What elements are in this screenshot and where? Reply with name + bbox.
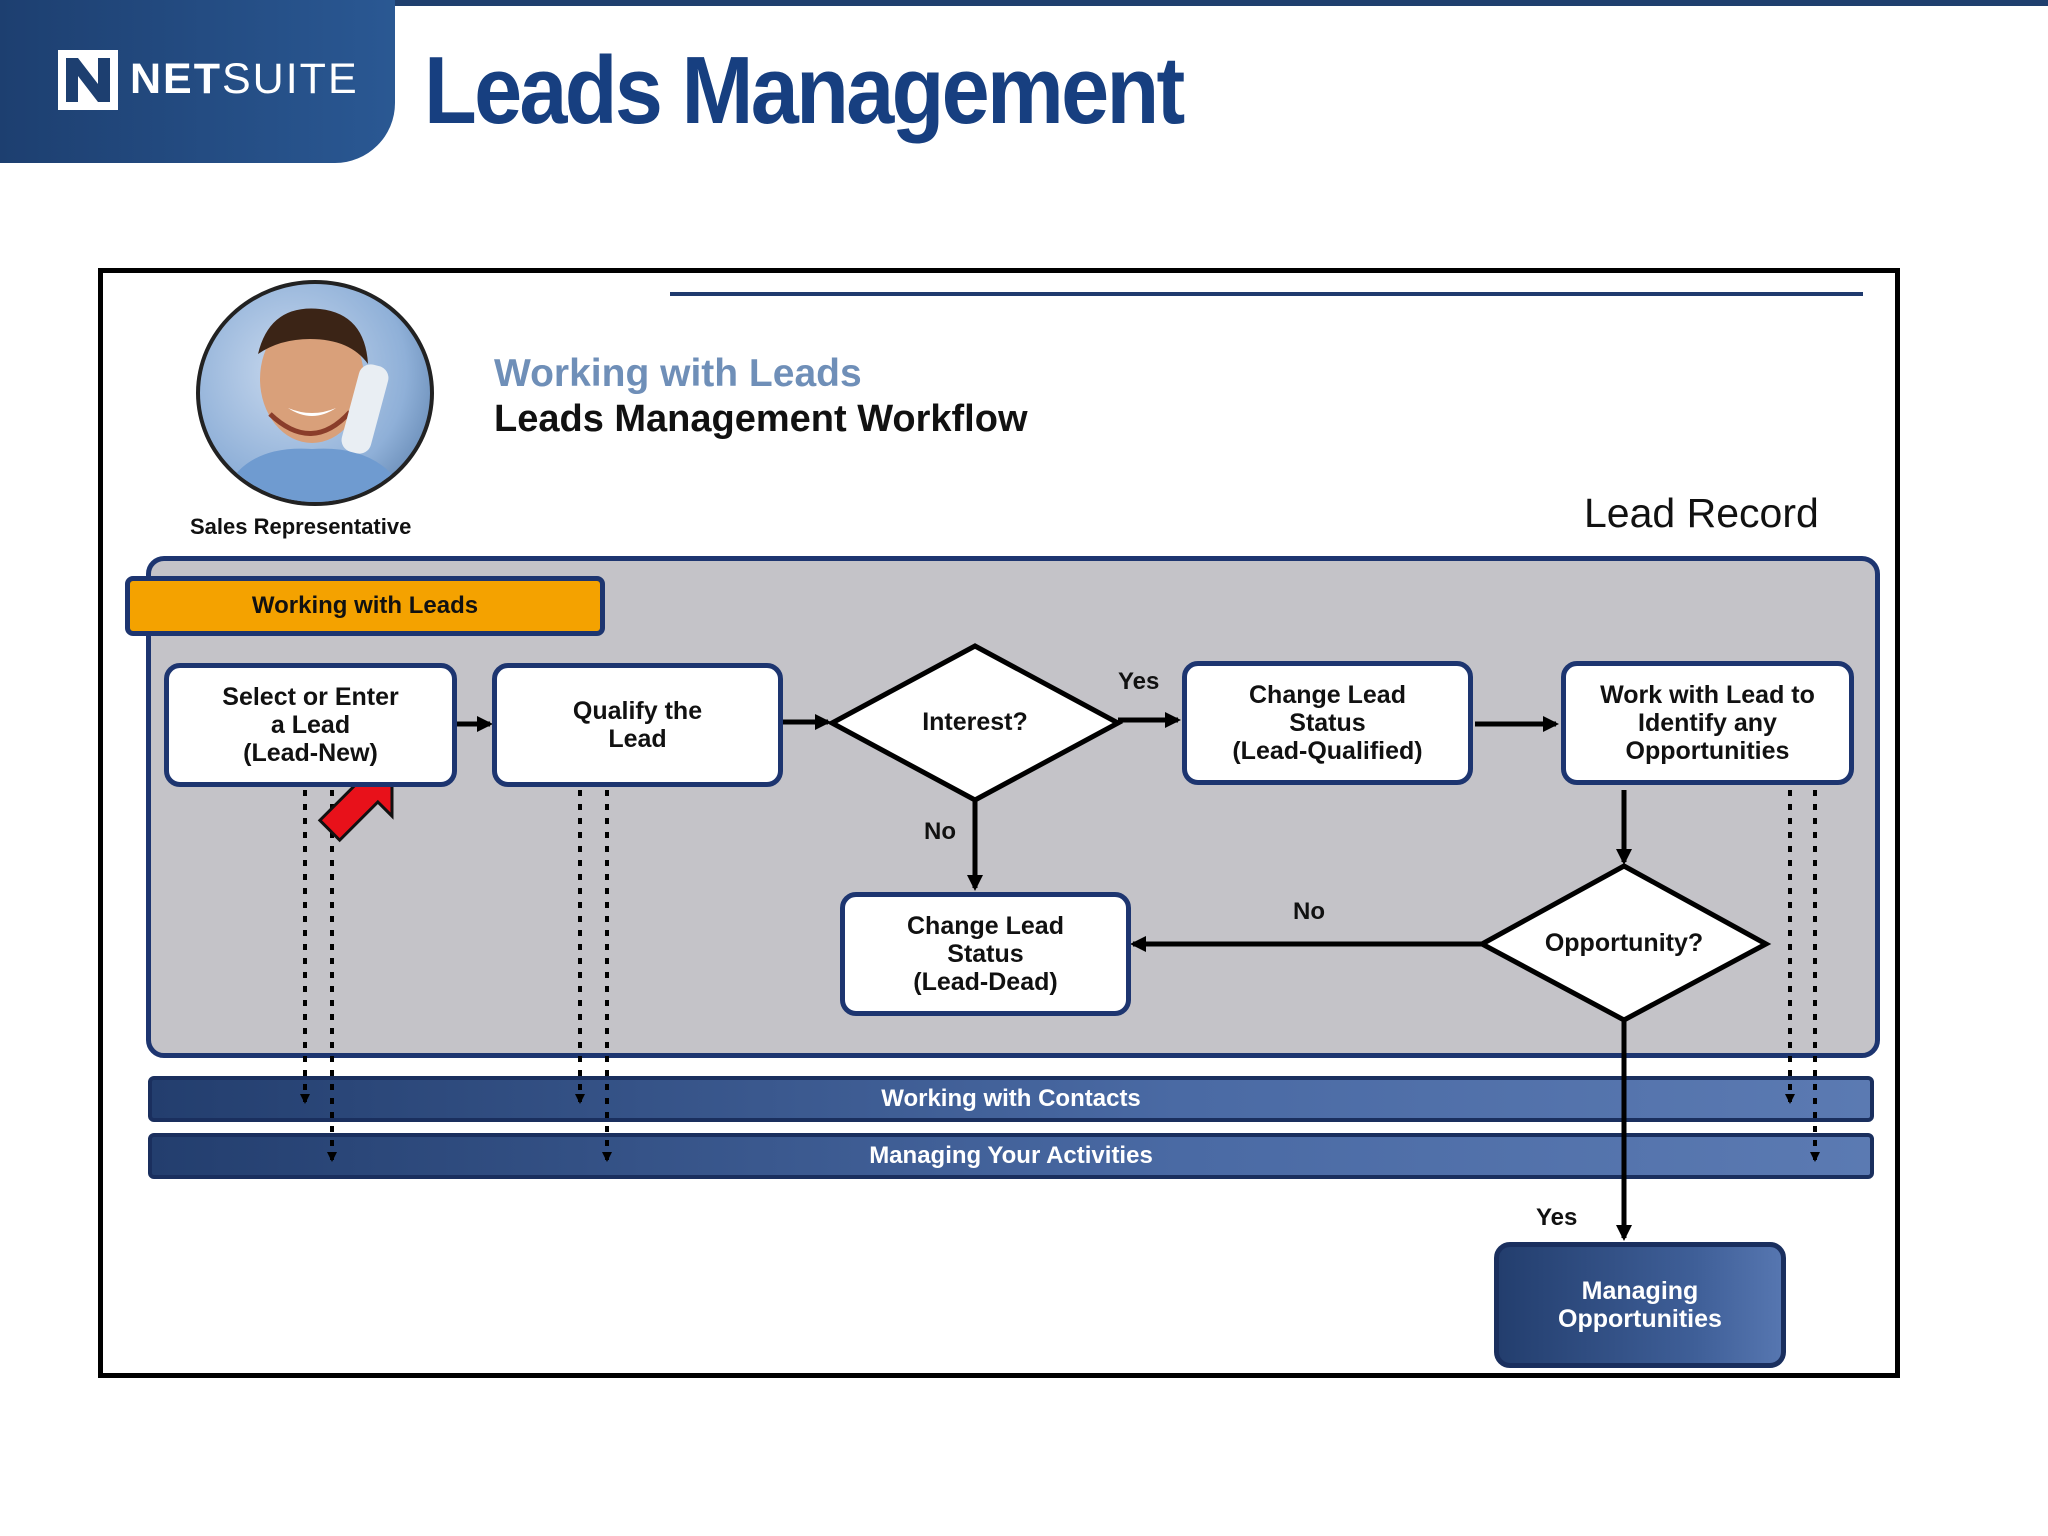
step-managing-opportunities[interactable]: Managing Opportunities: [1494, 1242, 1786, 1368]
step-work-with-lead[interactable]: Work with Lead to Identify any Opportuni…: [1561, 661, 1854, 785]
band-working-with-contacts[interactable]: Working with Contacts: [148, 1076, 1874, 1122]
band-managing-activities[interactable]: Managing Your Activities: [148, 1133, 1874, 1179]
sales-rep-avatar: [196, 280, 434, 506]
diagram-subtitle: Working with Leads: [494, 352, 862, 395]
top-rule: [0, 0, 2048, 6]
step-qualify-lead[interactable]: Qualify the Lead: [492, 663, 783, 787]
brand-name: NETSUITE: [130, 55, 359, 103]
record-label: Lead Record: [1584, 490, 1819, 536]
role-label: Sales Representative: [190, 514, 412, 539]
opportunity-decision-label: Opportunity?: [1544, 929, 1704, 957]
brand-banner: NETSUITE: [0, 0, 395, 163]
step-lead-dead[interactable]: Change Lead Status (Lead-Dead): [840, 892, 1131, 1016]
netsuite-logo-icon: [58, 50, 118, 110]
frame-divider: [670, 292, 1863, 296]
label-no-interest: No: [924, 818, 956, 845]
label-yes-opportunity: Yes: [1536, 1204, 1578, 1231]
step-select-lead[interactable]: Select or Enter a Lead (Lead-New): [164, 663, 457, 787]
page-title: Leads Management: [424, 37, 1185, 144]
diagram-title: Leads Management Workflow: [494, 398, 1028, 440]
step-lead-qualified[interactable]: Change Lead Status (Lead-Qualified): [1182, 661, 1473, 785]
interest-decision-label: Interest?: [922, 708, 1028, 736]
label-no-opportunity: No: [1293, 898, 1325, 925]
lane-tab: Working with Leads: [125, 576, 605, 636]
label-yes-interest: Yes: [1118, 668, 1160, 695]
